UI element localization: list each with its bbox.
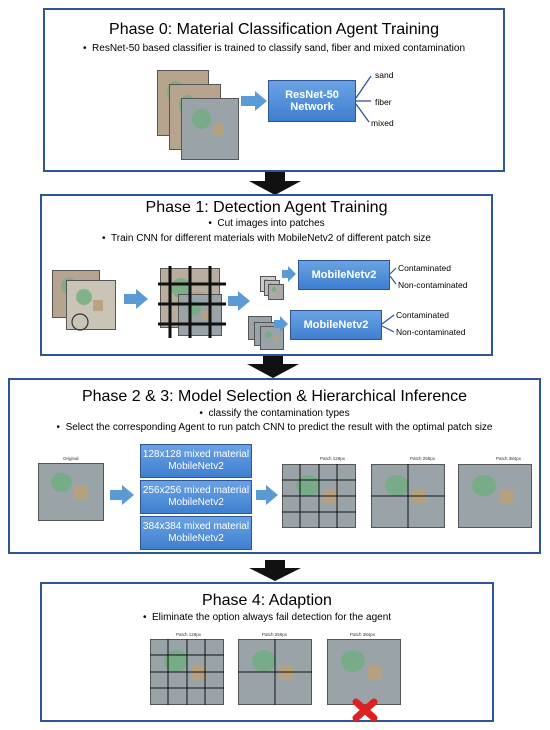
arrow-mixed xyxy=(355,103,370,123)
arrow-to-mobilenet-b xyxy=(274,316,288,332)
phase4-overlays xyxy=(150,639,378,722)
phase1-bullet-2: Train CNN for different materials with M… xyxy=(42,233,491,244)
arrow-to-mobilenet-a xyxy=(282,266,296,282)
output-b-contaminated: Contaminated xyxy=(396,310,449,320)
lens-icon xyxy=(71,313,89,331)
phase23-panel: Phase 2 & 3: Model Selection & Hierarchi… xyxy=(8,378,541,554)
arrow-to-patches xyxy=(124,289,148,309)
model-box-128: 128x128 mixed material MobileNetv2 xyxy=(140,444,252,478)
model-box-256: 256x256 mixed material MobileNetv2 xyxy=(140,480,252,514)
input-image-front xyxy=(66,280,116,330)
model-box-384: 384x384 mixed material MobileNetv2 xyxy=(140,516,252,550)
phase1-title: Phase 1: Detection Agent Training xyxy=(145,199,388,216)
phase4-bullet: Eliminate the option always fail detecti… xyxy=(42,612,492,623)
phase4-title: Phase 4: Adaption xyxy=(202,592,332,609)
adapt-caption-128: Patch 128px xyxy=(176,632,202,637)
result-image-384 xyxy=(458,464,532,528)
output-b-noncontaminated: Non-contaminated xyxy=(396,327,466,337)
phase23-title: Phase 2 & 3: Model Selection & Hierarchi… xyxy=(81,388,468,405)
phase1-panel: Phase 1: Detection Agent Training Cut im… xyxy=(40,194,493,356)
original-caption: Original xyxy=(63,456,79,461)
phase0-arrows xyxy=(241,75,372,123)
resnet-network-box: ResNet-50 Network xyxy=(268,80,356,122)
patch-grid-lines xyxy=(158,266,226,338)
output-a-contaminated: Contaminated xyxy=(398,263,451,273)
reject-cross-icon xyxy=(352,698,378,722)
original-image xyxy=(38,463,104,521)
output-fiber: fiber xyxy=(375,97,392,107)
arrow-sand xyxy=(355,75,372,99)
grid-128 xyxy=(282,464,356,528)
result-caption-128: Patch 128px xyxy=(320,456,346,461)
arrow-to-models xyxy=(110,485,134,505)
phase0-panel: Phase 0: Material Classification Agent T… xyxy=(43,8,505,172)
adapt-grid-128 xyxy=(150,639,224,705)
phase4-panel: Phase 4: Adaption Eliminate the option a… xyxy=(40,582,494,722)
arrow-to-resnet xyxy=(241,91,267,111)
phase1-bullet-1: Cut images into patches xyxy=(42,218,491,229)
adapt-grid-256 xyxy=(238,639,312,705)
phase0-bullet: ResNet-50 based classifier is trained to… xyxy=(45,43,503,54)
grid-256 xyxy=(371,464,445,528)
output-sand: sand xyxy=(375,70,394,80)
patch-stack-small-3 xyxy=(268,284,284,300)
patch-stack-large-3 xyxy=(260,326,284,350)
output-mixed: mixed xyxy=(371,118,394,128)
output-a-noncontaminated: Non-contaminated xyxy=(398,280,468,290)
phase1-arrows xyxy=(71,266,397,338)
result-caption-384: Patch 384px xyxy=(496,456,522,461)
arrow-to-patch-stacks xyxy=(228,291,250,311)
sample-image-stack-3 xyxy=(181,98,239,160)
phase0-title: Phase 0: Material Classification Agent T… xyxy=(109,21,439,38)
adapt-caption-384: Patch 384px xyxy=(350,632,376,637)
adapt-caption-256: Patch 256px xyxy=(262,632,288,637)
phase23-bullet-2: Select the corresponding Agent to run pa… xyxy=(10,422,539,433)
arrow-to-results xyxy=(256,485,278,505)
phase23-bullet-1: classify the contamination types xyxy=(10,408,539,419)
mobilenet-box-b: MobileNetv2 xyxy=(290,310,382,340)
phase23-overlays xyxy=(110,464,445,528)
mobilenet-box-a: MobileNetv2 xyxy=(298,260,390,290)
result-caption-256: Patch 256px xyxy=(410,456,436,461)
